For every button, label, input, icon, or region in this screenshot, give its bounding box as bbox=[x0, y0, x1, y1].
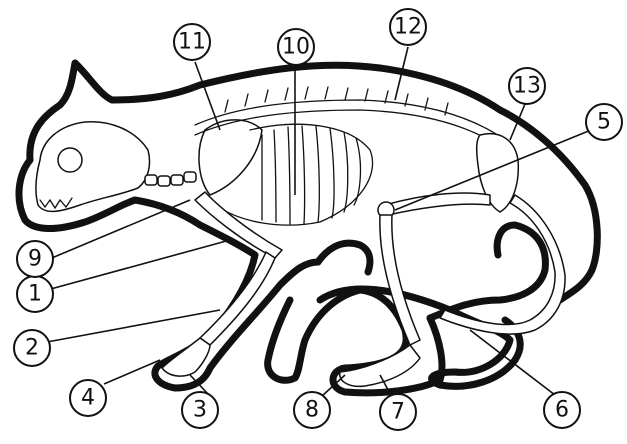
callout-6: 6 bbox=[544, 392, 580, 428]
callout-9: 9 bbox=[17, 241, 53, 277]
callout-12-label: 12 bbox=[394, 15, 422, 40]
callout-11-label: 11 bbox=[178, 30, 206, 55]
callout-1: 1 bbox=[17, 276, 53, 312]
callout-5-label: 5 bbox=[597, 110, 611, 135]
callout-2-label: 2 bbox=[25, 336, 39, 361]
callout-7-label: 7 bbox=[391, 400, 405, 425]
callout-5: 5 bbox=[586, 104, 622, 140]
callout-4: 4 bbox=[70, 380, 106, 416]
cat-silhouette bbox=[19, 63, 597, 393]
callout-12: 12 bbox=[390, 9, 426, 45]
callout-11: 11 bbox=[174, 24, 210, 60]
callout-3: 3 bbox=[182, 392, 218, 428]
callout-1-label: 1 bbox=[28, 282, 42, 307]
callout-13-label: 13 bbox=[513, 74, 541, 99]
tail-outline bbox=[430, 225, 545, 318]
scapula bbox=[199, 120, 262, 195]
callout-3-label: 3 bbox=[193, 398, 207, 423]
belly-outline bbox=[318, 243, 370, 272]
callout-2: 2 bbox=[14, 330, 50, 366]
callout-7: 7 bbox=[380, 394, 416, 430]
callout-6-label: 6 bbox=[555, 398, 569, 423]
callout-13: 13 bbox=[509, 68, 545, 104]
callout-8: 8 bbox=[294, 392, 330, 428]
callout-4-label: 4 bbox=[81, 386, 95, 411]
femur bbox=[385, 193, 490, 215]
callout-8-label: 8 bbox=[305, 398, 319, 423]
callout-9-label: 9 bbox=[28, 247, 42, 272]
callout-10: 10 bbox=[278, 29, 314, 65]
eye-socket bbox=[58, 148, 82, 172]
callout-10-label: 10 bbox=[282, 35, 310, 60]
cervical-vertebrae bbox=[145, 172, 196, 186]
